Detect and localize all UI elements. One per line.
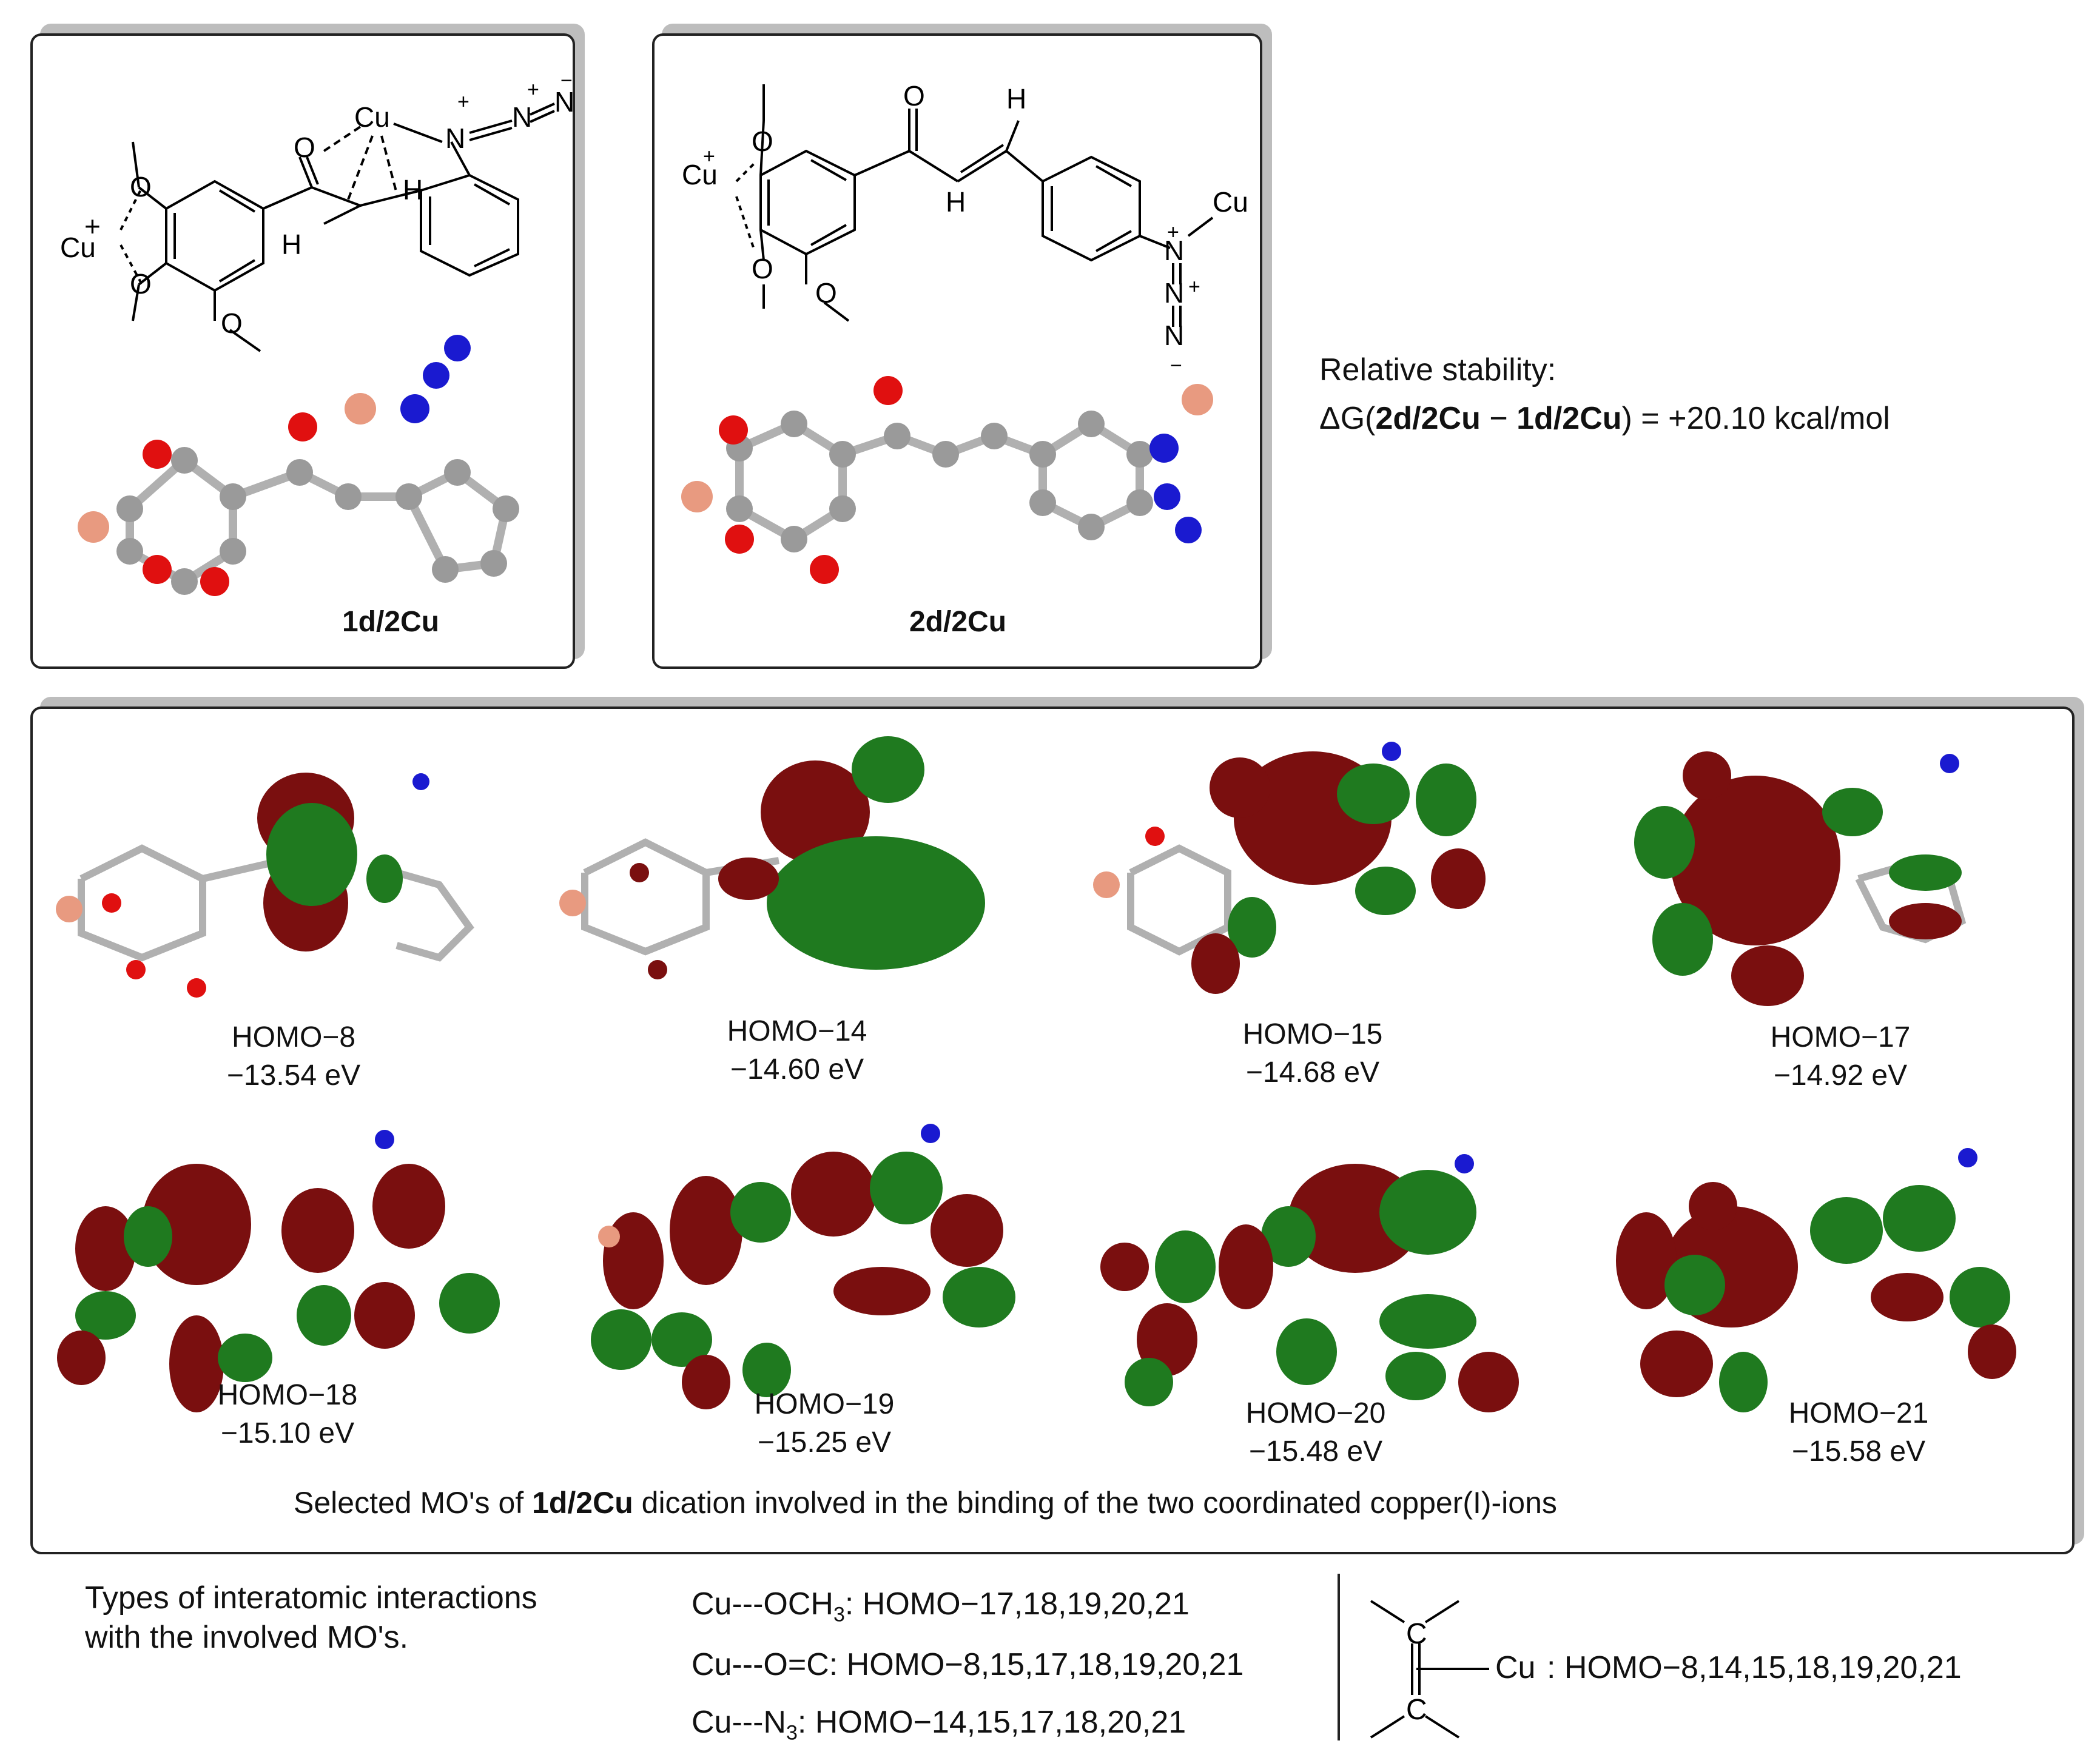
- structure-label-1d: 1d/2Cu: [342, 606, 440, 638]
- molecule-3d-2d: [681, 376, 1213, 584]
- mo-panel: HOMO−8−13.54 eV HOMO−14−14.60 eV HOMO−15…: [30, 707, 2075, 1554]
- orbital-image-homo-18: [57, 1130, 500, 1412]
- svg-text:+: +: [527, 78, 539, 101]
- svg-text:O: O: [815, 277, 837, 309]
- stability-delta: ΔG(: [1319, 401, 1376, 436]
- pi-complex-cu: Cu: [1495, 1650, 1536, 1685]
- orbital-image-homo-20: [1100, 1154, 1519, 1412]
- interaction-row-oc: Cu---O=C: HOMO−8,15,17,18,19,20,21: [692, 1647, 1244, 1682]
- svg-text:O: O: [752, 126, 773, 157]
- pi-complex-list: : HOMO−8,14,15,18,19,20,21: [1547, 1650, 1962, 1685]
- mo-label-homo-21: HOMO−21−15.58 eV: [1788, 1397, 1929, 1468]
- orbital-image-homo-19: [591, 1124, 1015, 1409]
- mo-label-homo-17: HOMO−17−14.92 eV: [1770, 1021, 1911, 1092]
- svg-text:+: +: [703, 145, 715, 168]
- mo-label-homo-15: HOMO−15−14.68 eV: [1242, 1018, 1383, 1089]
- svg-text:Cu: Cu: [354, 101, 390, 133]
- structure-label-2d: 2d/2Cu: [909, 606, 1007, 638]
- pi-complex-drawing: CC: [1370, 1600, 1489, 1739]
- stability-minus: −: [1480, 401, 1517, 436]
- mo-label-homo-19: HOMO−19−15.25 eV: [754, 1388, 895, 1459]
- svg-text:C: C: [1406, 1618, 1427, 1650]
- svg-text:Cu: Cu: [682, 159, 718, 190]
- molecule-3d-1d: [78, 335, 519, 596]
- interactions-title-2: with the involved MO's.: [85, 1620, 409, 1655]
- svg-text:Cu: Cu: [60, 232, 96, 263]
- orbital-image-homo-8: [56, 773, 474, 998]
- svg-text:N: N: [1164, 277, 1184, 309]
- svg-text:O: O: [221, 307, 243, 339]
- mo-caption: Selected MO's of 1d/2Cu dication involve…: [294, 1486, 1557, 1520]
- svg-text:O: O: [130, 268, 152, 300]
- interactions-title-1: Types of interatomic interactions: [85, 1580, 537, 1616]
- svg-text:−: −: [560, 69, 573, 92]
- svg-text:O: O: [294, 132, 315, 163]
- svg-text:N: N: [445, 123, 465, 154]
- orbital-image-homo-15: [1093, 742, 1486, 994]
- svg-text:C: C: [1406, 1694, 1427, 1726]
- orbital-image-homo-21: [1616, 1148, 2016, 1412]
- svg-text:H: H: [281, 229, 301, 260]
- svg-text:+: +: [84, 210, 101, 242]
- mo-label-homo-18: HOMO−18−15.10 eV: [217, 1379, 358, 1450]
- svg-text:O: O: [903, 80, 925, 112]
- interactions-divider: [1338, 1574, 1340, 1740]
- mo-label-homo-14: HOMO−14−14.60 eV: [727, 1015, 867, 1086]
- svg-text:H: H: [946, 186, 966, 218]
- svg-text:−: −: [1170, 354, 1182, 377]
- stability-title: Relative stability:: [1319, 352, 1556, 388]
- svg-text:N: N: [554, 86, 573, 118]
- stability-species-a: 2d/2Cu: [1375, 401, 1481, 436]
- svg-text:+: +: [457, 90, 469, 113]
- svg-text:+: +: [1188, 275, 1200, 298]
- svg-text:O: O: [752, 253, 773, 284]
- svg-text:N: N: [1164, 320, 1184, 351]
- stability-species-b: 1d/2Cu: [1516, 401, 1622, 436]
- svg-text:N: N: [512, 101, 532, 133]
- mo-label-homo-8: HOMO−8−13.54 eV: [226, 1021, 361, 1092]
- interaction-row-och3: Cu---OCH3: HOMO−17,18,19,20,21: [692, 1586, 1190, 1626]
- svg-text:Cu: Cu: [1213, 186, 1248, 218]
- stability-value: ) = +20.10 kcal/mol: [1621, 401, 1890, 436]
- svg-text:+: +: [1167, 221, 1179, 244]
- stability-equation: ΔG(2d/2Cu − 1d/2Cu) = +20.10 kcal/mol: [1319, 400, 1890, 437]
- svg-text:N: N: [1164, 235, 1184, 266]
- svg-text:O: O: [130, 171, 152, 203]
- interaction-row-n3: Cu---N3: HOMO−14,15,17,18,20,21: [692, 1705, 1186, 1745]
- svg-text:H: H: [403, 174, 423, 206]
- orbital-image-homo-17: [1634, 751, 1967, 1006]
- orbital-image-homo-14: [559, 736, 985, 979]
- svg-text:H: H: [1006, 83, 1026, 115]
- mo-label-homo-20: HOMO−20−15.48 eV: [1245, 1397, 1386, 1468]
